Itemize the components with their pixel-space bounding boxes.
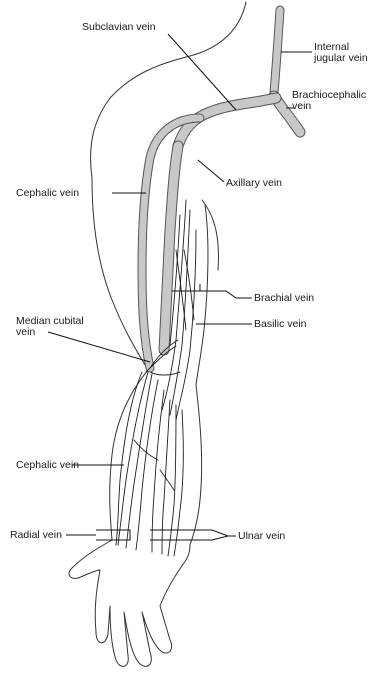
axillary-vein-label: Axillary vein (226, 178, 282, 189)
brachial-vein-label: Brachial vein (254, 293, 314, 304)
radial-vein-label: Radial vein (10, 530, 62, 541)
major-veins (142, 10, 300, 368)
median-cubital-vein-label-line2: vein (16, 327, 35, 338)
cephalic-vein-upper-label: Cephalic vein (16, 188, 79, 199)
subclavian-vein-label: Subclavian vein (82, 22, 156, 33)
brachiocephalic-vein-label-line2: vein (292, 101, 311, 112)
cephalic-vein-lower-label: Cephalic vein (16, 460, 79, 471)
internal-jugular-vein-label-line2: jugular vein (314, 53, 368, 64)
hand-outline (69, 540, 190, 666)
basilic-vein-label: Basilic vein (254, 319, 307, 330)
minor-veins (116, 200, 196, 556)
ulnar-vein-label: Ulnar vein (238, 531, 285, 542)
